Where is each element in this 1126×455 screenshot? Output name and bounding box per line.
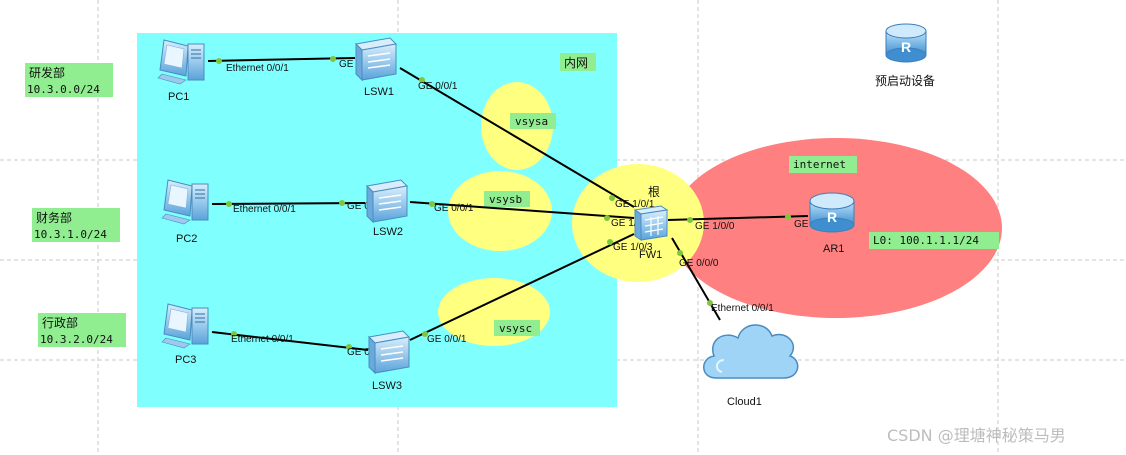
- link-lsw1-fw1: [399, 67, 635, 208]
- svg-text:行政部: 行政部: [42, 315, 78, 330]
- svg-text:GE 0/0/1: GE 0/0/1: [418, 81, 458, 92]
- pc3-label: PC3: [175, 354, 196, 366]
- svg-text:GE 0/0/1: GE 0/0/1: [427, 334, 467, 345]
- svg-text:Ethernet 0/0/1: Ethernet 0/0/1: [226, 63, 289, 74]
- pc2-icon[interactable]: [161, 179, 209, 225]
- svg-text:GE 1/0/0: GE 1/0/0: [695, 221, 735, 232]
- lsw1-icon[interactable]: [354, 37, 398, 82]
- svg-text:Ethernet 0/0/1: Ethernet 0/0/1: [231, 334, 294, 345]
- lsw3-icon[interactable]: [367, 330, 411, 375]
- link-lsw2-fw1: [409, 201, 635, 219]
- preboot-device-label: 预启动设备: [875, 74, 935, 88]
- svg-text:内网: 内网: [564, 56, 588, 70]
- svg-text:财务部: 财务部: [36, 210, 72, 225]
- svg-text:10.3.0.0/24: 10.3.0.0/24: [27, 83, 100, 96]
- svg-text:10.3.2.0/24: 10.3.2.0/24: [40, 333, 113, 346]
- svg-text:GE 1/0/2: GE 1/0/2: [611, 218, 651, 229]
- pc3-icon[interactable]: [161, 303, 209, 349]
- root-label: 根: [648, 185, 660, 199]
- port-dots: [216, 56, 791, 350]
- svg-text:vsysb: vsysb: [489, 193, 522, 206]
- vsysb-label: vsysb: [484, 191, 530, 207]
- department-3-label: 行政部 10.3.2.0/24: [38, 313, 126, 347]
- svg-text:Ethernet 0/0/1: Ethernet 0/0/1: [233, 204, 296, 215]
- intranet-label: 内网: [560, 53, 596, 71]
- svg-text:R: R: [901, 39, 911, 55]
- svg-text:GE 1/0/1: GE 1/0/1: [615, 199, 655, 210]
- port-labels: Ethernet 0/0/1 GE 0/0/2 GE 0/0/1 Etherne…: [226, 59, 834, 358]
- pc1-icon[interactable]: [157, 39, 205, 85]
- ar1-router-icon[interactable]: R: [809, 192, 855, 233]
- svg-text:internet: internet: [793, 158, 846, 171]
- vsysc-label: vsysc: [494, 320, 540, 336]
- fw1-icon[interactable]: [633, 205, 669, 241]
- ar1-label: AR1: [823, 243, 844, 255]
- vsysa-label: vsysa: [510, 113, 556, 129]
- fw1-label: FW1: [639, 249, 662, 261]
- link-pc3-lsw3: [211, 331, 369, 351]
- pc1-label: PC1: [168, 91, 189, 103]
- svg-text:GE 1/0/3: GE 1/0/3: [613, 242, 653, 253]
- links: [207, 57, 809, 351]
- preboot-router-icon[interactable]: R: [885, 23, 927, 63]
- lsw1-label: LSW1: [364, 86, 394, 98]
- pc2-label: PC2: [176, 233, 197, 245]
- svg-text:vsysc: vsysc: [499, 322, 532, 335]
- ar1-loopback-label: L0: 100.1.1.1/24: [869, 232, 999, 249]
- internet-label: internet: [789, 156, 857, 173]
- department-1-label: 研发部 10.3.0.0/24: [25, 63, 113, 97]
- watermark: CSDN @理塘神秘策马男: [887, 426, 1066, 445]
- cloud1-icon[interactable]: [703, 324, 799, 379]
- svg-text:根: 根: [648, 185, 660, 199]
- svg-text:10.3.1.0/24: 10.3.1.0/24: [34, 228, 107, 241]
- lsw2-label: LSW2: [373, 226, 403, 238]
- svg-text:Ethernet 0/0/1: Ethernet 0/0/1: [711, 303, 774, 314]
- svg-text:GE 0/0/2: GE 0/0/2: [347, 347, 387, 358]
- svg-text:GE 0/0/0: GE 0/0/0: [679, 258, 719, 269]
- link-lsw3-fw1: [409, 233, 635, 341]
- svg-text:vsysa: vsysa: [515, 115, 548, 128]
- svg-text:L0: 100.1.1.1/24: L0: 100.1.1.1/24: [873, 234, 979, 247]
- lsw2-icon[interactable]: [365, 179, 409, 224]
- cloud1-label: Cloud1: [727, 396, 762, 408]
- department-2-label: 财务部 10.3.1.0/24: [32, 208, 120, 242]
- svg-text:研发部: 研发部: [29, 65, 65, 80]
- lsw3-label: LSW3: [372, 380, 402, 392]
- svg-text:GE 0/0/1: GE 0/0/1: [434, 203, 474, 214]
- svg-text:R: R: [827, 209, 837, 225]
